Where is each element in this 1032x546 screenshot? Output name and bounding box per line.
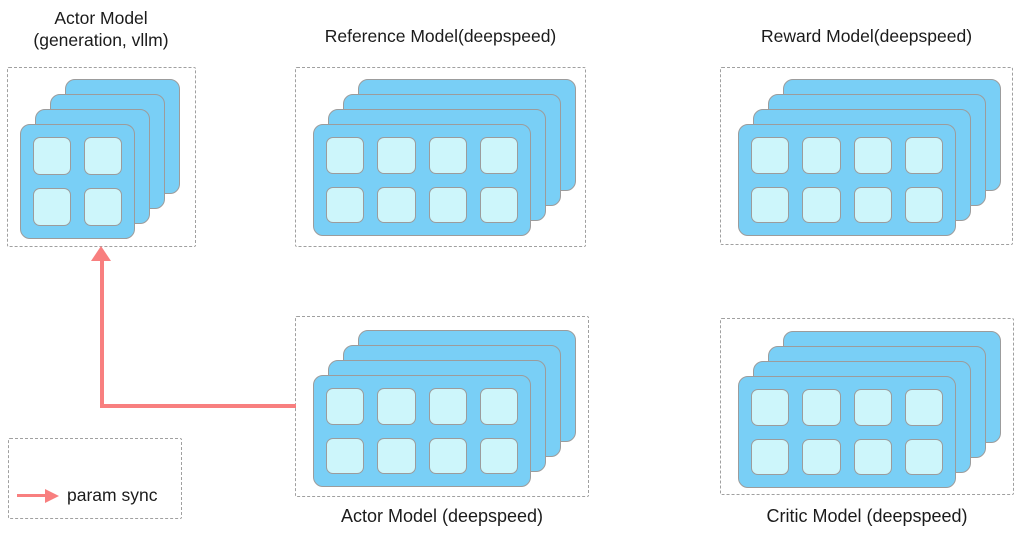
- gpu-cell: [428, 186, 467, 223]
- gpu-cell: [751, 137, 790, 174]
- gpu-card: [738, 376, 956, 488]
- gpu-cell: [751, 186, 790, 223]
- gpu-card: [20, 124, 135, 239]
- gpu-cell: [326, 437, 365, 474]
- gpu-cell: [853, 389, 892, 426]
- gpu-cell: [377, 137, 416, 174]
- gpu-cell: [904, 137, 943, 174]
- gpu-cell: [802, 438, 841, 475]
- gpu-cell: [33, 137, 71, 175]
- gpu-cell: [84, 188, 122, 226]
- gpu-cell: [751, 389, 790, 426]
- gpu-cell: [479, 388, 518, 425]
- group-title-actor-generation: Actor Model (generation, vllm): [33, 8, 169, 50]
- gpu-cell: [377, 437, 416, 474]
- param-sync-arrow-vertical: [99, 259, 104, 408]
- gpu-cell: [853, 186, 892, 223]
- gpu-cell: [326, 186, 365, 223]
- gpu-cell: [33, 188, 71, 226]
- gpu-cell: [904, 389, 943, 426]
- gpu-cell: [479, 437, 518, 474]
- gpu-card: [313, 124, 531, 236]
- gpu-cell: [428, 388, 467, 425]
- legend-arrowhead-icon: [45, 488, 59, 503]
- gpu-cell: [904, 186, 943, 223]
- legend-box: param sync: [8, 438, 182, 519]
- gpu-cell: [479, 137, 518, 174]
- param-sync-arrow-horizontal: [99, 404, 296, 408]
- group-title-actor-deepspeed: Actor Model (deepspeed): [340, 506, 544, 526]
- gpu-cell: [377, 186, 416, 223]
- gpu-cell: [428, 137, 467, 174]
- group-box-critic-model: [720, 318, 1014, 495]
- group-box-actor-deepspeed: [295, 316, 589, 497]
- gpu-cell: [479, 186, 518, 223]
- gpu-card: [313, 375, 531, 487]
- gpu-cell: [802, 137, 841, 174]
- legend-label: param sync: [67, 485, 158, 505]
- gpu-cell: [377, 388, 416, 425]
- gpu-cell: [428, 437, 467, 474]
- gpu-cell: [326, 137, 365, 174]
- gpu-cell: [904, 438, 943, 475]
- legend-row: param sync: [17, 485, 157, 506]
- param-sync-arrowhead-icon: [91, 246, 111, 261]
- group-title-reward-model: Reward Model(deepspeed): [760, 26, 973, 46]
- group-title-reference-model: Reference Model(deepspeed): [324, 26, 557, 46]
- gpu-cell: [751, 438, 790, 475]
- gpu-card: [738, 124, 956, 236]
- legend-arrow-line: [17, 493, 45, 498]
- gpu-cell: [853, 438, 892, 475]
- group-title-critic-model: Critic Model (deepspeed): [766, 506, 968, 526]
- gpu-cell: [853, 137, 892, 174]
- gpu-cell: [84, 137, 122, 175]
- group-box-reference-model: [295, 67, 586, 247]
- group-box-reward-model: [720, 67, 1013, 245]
- gpu-cell: [802, 389, 841, 426]
- gpu-cell: [802, 186, 841, 223]
- gpu-cell: [326, 388, 365, 425]
- group-box-actor-generation: [7, 67, 196, 247]
